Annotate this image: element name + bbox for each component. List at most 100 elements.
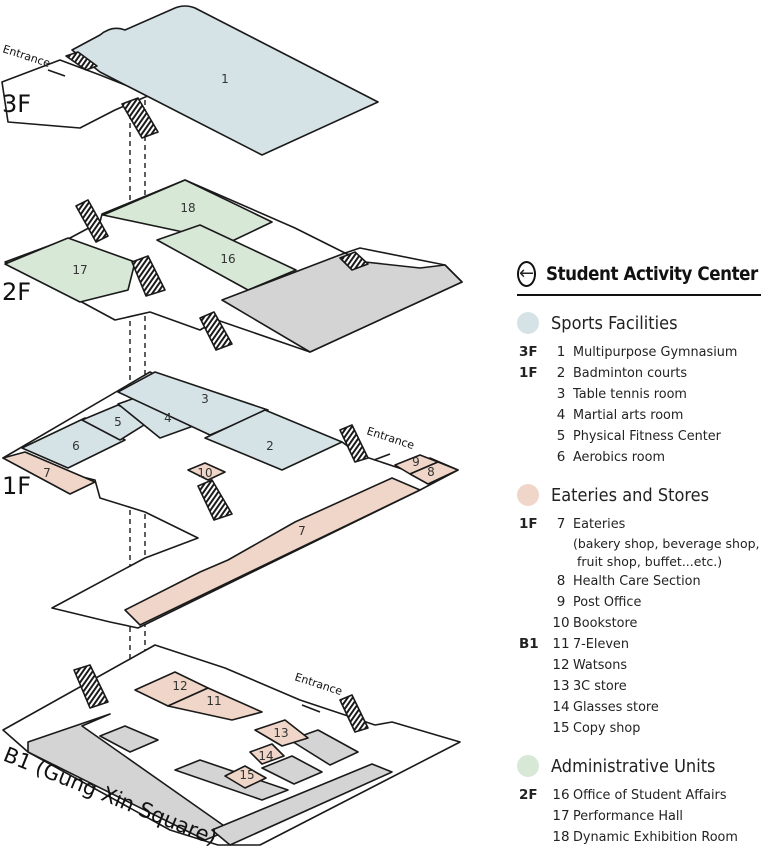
item-number: 15 [552, 720, 570, 736]
floor-3f-plan: 1 3F Entrance [1, 5, 379, 156]
item-floor [517, 718, 549, 739]
room-number-12: 12 [172, 679, 187, 693]
item-label: 3C store [573, 678, 627, 694]
item-number: 8 [556, 573, 566, 589]
item-number: 3 [556, 386, 566, 402]
item-sublabel: (bakery shop, beverage shop, [573, 536, 760, 551]
floor-label-1f: 1F [2, 472, 31, 500]
category-color-dot-icon [517, 312, 539, 334]
room-number-14: 14 [258, 749, 273, 763]
item-label: Office of Student Affairs [573, 787, 727, 803]
item-floor: 1F [519, 365, 538, 381]
room-number-4: 4 [164, 411, 172, 425]
floor-label-3f: 3F [2, 90, 31, 118]
stairs-icon [339, 424, 369, 463]
item-floor [517, 384, 549, 405]
item-label: Badminton courts [573, 365, 688, 381]
item-label: Health Care Section [573, 573, 701, 589]
item-label: 7-Eleven [573, 636, 629, 652]
room-8-health-care-section[interactable] [409, 461, 459, 485]
item-label: Copy shop [573, 720, 641, 736]
item-label: Physical Fitness Center [573, 428, 721, 444]
item-floor [517, 405, 549, 426]
category-name: Sports Facilities [551, 312, 678, 334]
item-label: Dynamic Exhibition Room [573, 829, 738, 845]
room-2-badminton-courts[interactable] [204, 409, 343, 471]
room-10-bookstore[interactable] [187, 462, 226, 481]
item-number: 17 [552, 808, 570, 824]
item-floor [517, 426, 549, 447]
entrance-label-1f: Entrance [365, 424, 416, 452]
item-label: Eateries [573, 516, 626, 532]
item-number: 4 [556, 407, 566, 423]
item-number: 16 [552, 787, 570, 803]
item-floor [517, 827, 549, 848]
item-floor [517, 676, 549, 697]
room-7-eateries-left[interactable] [2, 451, 96, 495]
stairs-icon [121, 97, 159, 139]
arrow-left-circle-icon[interactable]: ← [517, 261, 537, 287]
item-number: 13 [552, 678, 570, 694]
stairs-icon [65, 51, 98, 71]
item-floor [517, 697, 549, 718]
legend-item[interactable]: 8 Health Care Section [517, 571, 763, 592]
item-sublabel: fruit shop, buffet...etc.) [577, 554, 723, 569]
room-number-11: 11 [206, 694, 221, 708]
room-number-1: 1 [221, 72, 229, 86]
item-label: Glasses store [573, 699, 659, 715]
room-3-table-tennis-room[interactable] [117, 371, 269, 436]
item-number: 5 [556, 428, 566, 444]
room-6-aerobics-room[interactable] [21, 417, 126, 469]
room-number-3: 3 [201, 392, 209, 406]
legend-item[interactable]: 9 Post Office [517, 592, 763, 613]
gray-area-b1-bottom [211, 763, 393, 846]
gray-area-b1-right2 [261, 755, 323, 785]
item-label: Table tennis room [573, 386, 687, 402]
item-number: 1 [556, 344, 566, 360]
item-label: Bookstore [573, 615, 638, 631]
room-15-copy-shop[interactable] [224, 765, 267, 789]
room-number-7b: 7 [298, 524, 306, 538]
room-1-multipurpose-gymnasium[interactable] [71, 5, 379, 156]
room-number-16: 16 [220, 252, 235, 266]
legend-item[interactable]: 3 Table tennis room [517, 384, 763, 405]
legend-item[interactable]: 5 Physical Fitness Center [517, 426, 763, 447]
room-number-5: 5 [114, 415, 122, 429]
item-floor [517, 571, 549, 592]
stairs-icon [197, 479, 233, 521]
category-name: Eateries and Stores [551, 484, 710, 506]
item-label: Post Office [573, 594, 642, 610]
item-number: 9 [556, 594, 566, 610]
room-14-glasses-store[interactable] [249, 743, 285, 765]
room-number-9: 9 [412, 455, 420, 469]
legend-category-header: Administrative Units [517, 753, 763, 779]
room-17-performance-hall[interactable] [4, 237, 136, 303]
room-11-7-eleven[interactable] [167, 687, 263, 721]
room-16-office-of-student-affairs[interactable] [156, 224, 297, 291]
room-13-3c-store[interactable] [254, 719, 309, 747]
floor-2f-plan: 17 18 16 2F [2, 179, 463, 353]
item-floor [517, 447, 549, 468]
stairs-icon [73, 664, 109, 709]
item-floor [517, 592, 549, 613]
item-floor [517, 806, 549, 827]
item-label: Aerobics room [573, 449, 665, 465]
room-7-eateries-main[interactable] [124, 477, 421, 626]
category-color-dot-icon [517, 755, 539, 777]
